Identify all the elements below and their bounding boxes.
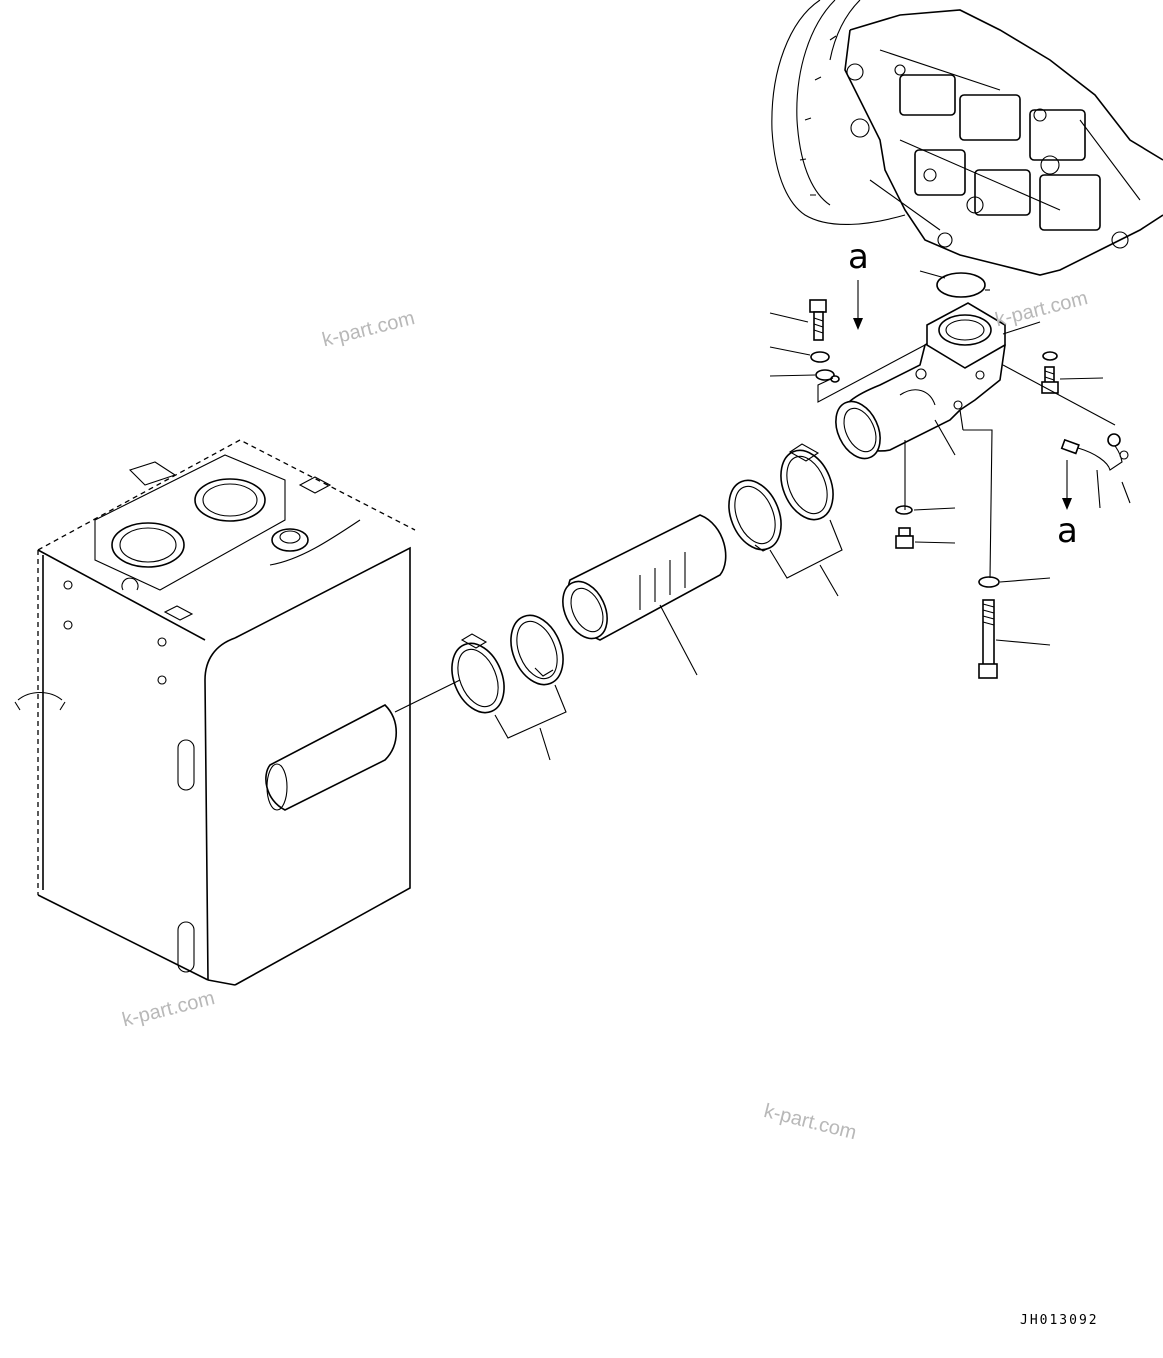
callout-arrow-right [1062, 460, 1072, 510]
bolt-icon [1041, 351, 1059, 394]
hydraulic-pump-assembly-icon [771, 0, 1163, 276]
hose-clamp-icon [728, 443, 834, 552]
callout-label-a-bottom: a [1057, 511, 1078, 551]
plug-icon [895, 527, 914, 549]
suction-elbow-icon [835, 302, 1006, 460]
bolt-icon [809, 299, 827, 341]
drawing-code: JH013092 [1020, 1313, 1099, 1328]
hydraulic-tank-icon [14, 439, 416, 986]
washer-icon [810, 351, 830, 363]
sensor-icon [1060, 433, 1129, 471]
hose-clamp-icon [451, 614, 564, 714]
bolt-icon [978, 599, 998, 679]
o-ring-icon [895, 505, 913, 515]
leader-lines [394, 312, 1131, 761]
callout-label-a-top: a [848, 237, 869, 277]
o-ring-icon [936, 272, 986, 298]
callout-arrow-left [853, 280, 863, 330]
washer-icon [978, 576, 1000, 588]
suction-hose-icon [562, 514, 727, 641]
